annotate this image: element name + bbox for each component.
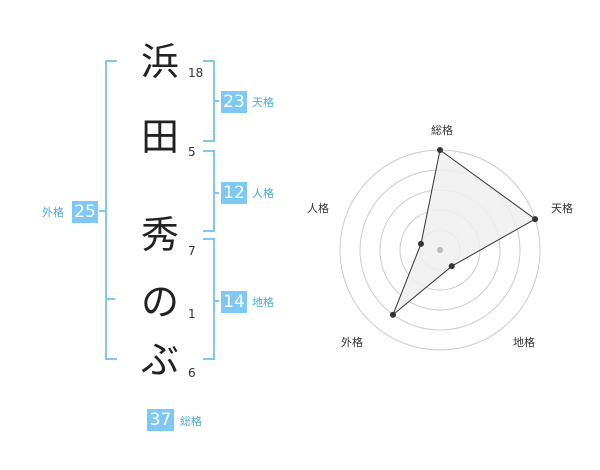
radar-polygon	[392, 149, 537, 316]
chikaku-bracket-tick	[213, 300, 219, 302]
radar-point	[448, 263, 455, 270]
jinkaku-score: 12	[221, 182, 247, 204]
gaikaku-bracket-inner-tick	[105, 298, 115, 300]
radar-label-chikaku: 地格	[513, 335, 535, 349]
name-char-5: ぶ	[140, 338, 179, 382]
radar-label-gaikaku: 外格	[341, 335, 363, 349]
gaikaku-bracket	[105, 60, 117, 360]
name-char-3: 秀	[140, 213, 179, 257]
name-char-1: 浜	[140, 40, 179, 84]
tenkaku-score: 23	[221, 91, 247, 113]
stroke-count-5: 6	[188, 366, 196, 380]
radar-label-jinkaku: 人格	[307, 201, 329, 215]
name-char-4: の	[140, 280, 179, 324]
radar-point	[437, 147, 443, 153]
stroke-count-4: 1	[188, 307, 196, 321]
tenkaku-label: 天格	[252, 96, 274, 109]
chikaku-score: 14	[221, 291, 247, 313]
radar-point	[389, 311, 396, 318]
jinkaku-label: 人格	[252, 187, 274, 200]
radar-label-soukaku: 総格	[431, 123, 453, 137]
soukaku-label: 総格	[180, 415, 202, 428]
chikaku-bracket	[203, 238, 215, 360]
stroke-count-1: 18	[188, 66, 204, 80]
radar-center-dot	[437, 247, 443, 253]
jinkaku-bracket	[203, 150, 215, 232]
radar-points	[389, 147, 539, 318]
radar-label-tenkaku: 天格	[551, 201, 573, 215]
name-char-2: 田	[140, 115, 179, 159]
soukaku-score: 37	[147, 409, 174, 431]
stroke-count-2: 5	[188, 145, 196, 159]
tenkaku-bracket-tick	[213, 100, 219, 102]
chikaku-label: 地格	[252, 296, 274, 309]
radar-point	[532, 216, 539, 223]
jinkaku-bracket-tick	[213, 192, 219, 194]
gaikaku-score: 25	[72, 201, 98, 223]
radar-point	[417, 240, 424, 247]
gaikaku-label: 外格	[42, 206, 64, 219]
gaikaku-bracket-tick	[99, 210, 105, 212]
stroke-count-3: 7	[188, 244, 196, 258]
